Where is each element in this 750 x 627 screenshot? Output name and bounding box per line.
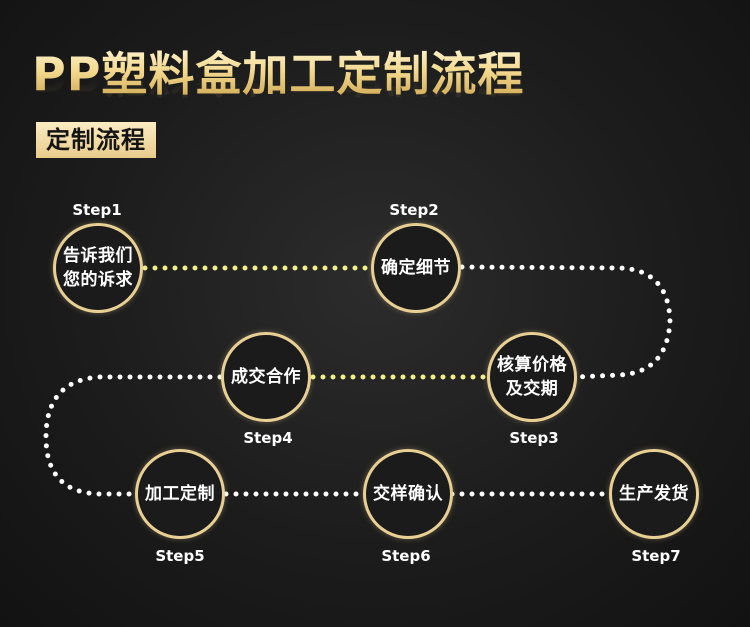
step-5-number: Step5	[155, 547, 205, 565]
step-2-label: 确定细节	[381, 258, 451, 278]
step-1-circle: 告诉我们 您的诉求	[53, 223, 143, 313]
step-7-label: 生产发货	[619, 484, 689, 504]
step-4-label: 成交合作	[231, 367, 301, 387]
section-label-badge: 定制流程	[36, 122, 156, 158]
step-1-label: 告诉我们 您的诉求	[63, 246, 133, 290]
step-7-number: Step7	[631, 547, 681, 565]
connector-step4-step5-curve	[43, 374, 223, 497]
step-2-circle: 确定细节	[371, 223, 461, 313]
step-4-number: Step4	[243, 429, 293, 447]
step-5-label: 加工定制	[145, 484, 215, 504]
page-title: PP塑料盒加工定制流程	[32, 44, 524, 104]
step-3-number: Step3	[509, 429, 559, 447]
step-4-circle: 成交合作	[221, 332, 311, 422]
step-3-circle: 核算价格 及交期	[487, 332, 577, 422]
step-6-circle: 交样确认	[363, 449, 453, 539]
step-6-number: Step6	[381, 547, 431, 565]
step-5-circle: 加工定制	[135, 449, 225, 539]
step-3-label: 核算价格 及交期	[497, 355, 567, 399]
step-6-label: 交样确认	[373, 484, 443, 504]
step-1-number: Step1	[72, 201, 122, 219]
step-7-circle: 生产发货	[609, 449, 699, 539]
connector-step2-step3-curve	[459, 264, 673, 380]
step-2-number: Step2	[389, 201, 439, 219]
